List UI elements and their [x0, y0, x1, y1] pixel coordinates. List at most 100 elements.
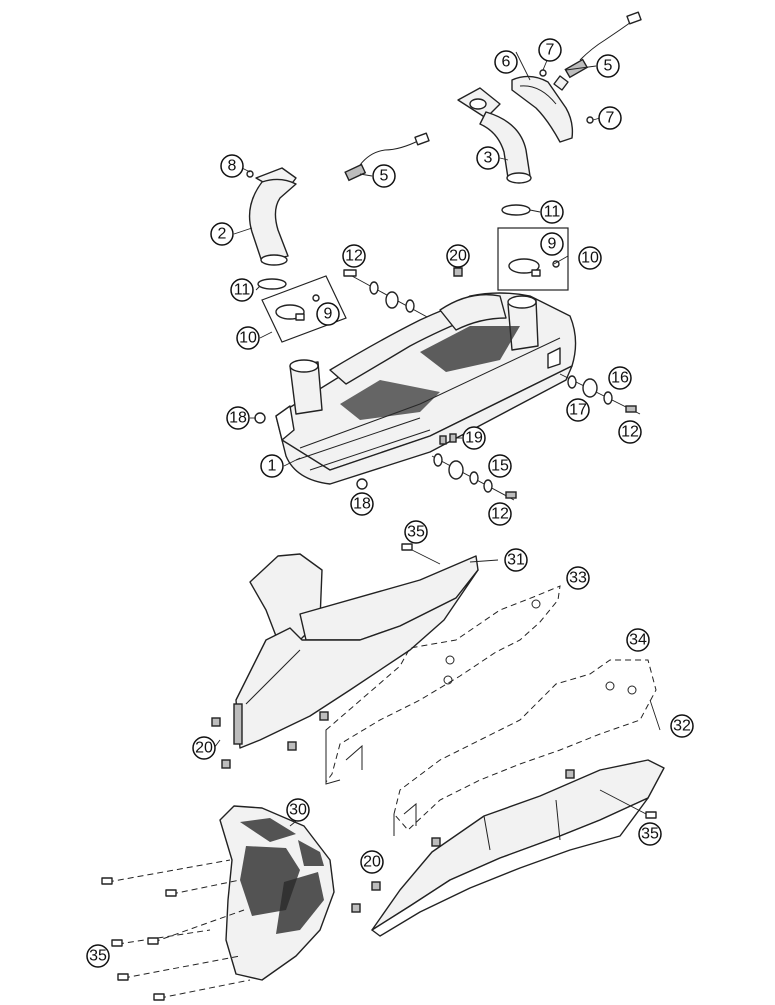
callout-9a: 9 [316, 302, 340, 326]
clip-nut-31b [287, 741, 297, 751]
callout-label: 19 [465, 430, 483, 447]
grommet-18b [356, 478, 368, 490]
callout-label: 15 [491, 458, 509, 475]
callout-7a: 7 [538, 38, 562, 62]
callout-label: 20 [449, 248, 467, 265]
callout-15: 15 [488, 454, 512, 478]
belly-pan-right [371, 759, 665, 937]
insulation-mat-right [393, 659, 657, 836]
callout-32: 32 [670, 714, 694, 738]
muffler-assembly [275, 292, 577, 485]
callout-label: 6 [502, 54, 511, 71]
callout-label: 9 [548, 236, 557, 253]
mount-hardware-lower [431, 453, 517, 501]
bolt-35-right [599, 789, 657, 819]
callout-label: 30 [289, 802, 307, 819]
oxygen-sensor-right [553, 11, 642, 91]
mount-hardware-right [559, 373, 641, 415]
callout-30: 30 [286, 798, 310, 822]
clamp-kit-left [261, 275, 347, 343]
callout-label: 9 [324, 306, 333, 323]
callout-19: 19 [462, 426, 486, 450]
callout-label: 12 [491, 506, 509, 523]
callout-2: 2 [210, 222, 234, 246]
callout-label: 33 [569, 570, 587, 587]
callout-label: 12 [345, 248, 363, 265]
gasket-right [501, 204, 531, 216]
callout-1: 1 [260, 454, 284, 478]
clip-19a [439, 435, 447, 445]
callout-5a: 5 [596, 54, 620, 78]
callout-11b: 11 [540, 200, 564, 224]
heat-shield-header [511, 75, 574, 143]
callout-33: 33 [566, 566, 590, 590]
callout-label: 35 [641, 826, 659, 843]
callout-5b: 5 [372, 164, 396, 188]
callout-31: 31 [504, 548, 528, 572]
callout-20a: 20 [446, 244, 470, 268]
callout-label: 18 [353, 496, 371, 513]
insulation-mat-left [325, 585, 561, 785]
callout-label: 10 [581, 250, 599, 267]
clip-nut-20c-2 [351, 903, 361, 913]
callout-label: 16 [611, 370, 629, 387]
callout-10a: 10 [236, 326, 260, 350]
header-pipe-left [248, 167, 297, 266]
clip-nut-32b [565, 769, 575, 779]
callout-18a: 18 [226, 406, 250, 430]
belly-pan-front [219, 805, 335, 981]
clip-nut-20b-2 [221, 759, 231, 769]
callout-10b: 10 [578, 246, 602, 270]
callout-label: 32 [673, 718, 691, 735]
callout-8: 8 [220, 154, 244, 178]
callout-label: 8 [228, 158, 237, 175]
clip-nut-20 [453, 267, 463, 277]
callout-35a: 35 [404, 520, 428, 544]
gasket-left [257, 278, 287, 290]
clip-nut-20b-1 [211, 717, 221, 727]
callout-18b: 18 [350, 492, 374, 516]
callout-35b: 35 [638, 822, 662, 846]
callout-label: 35 [89, 948, 107, 965]
leader-lines [213, 51, 661, 827]
callout-label: 1 [268, 458, 277, 475]
mount-hardware-upper [343, 269, 441, 325]
clip-nut-20c-1 [371, 881, 381, 891]
callout-label: 17 [569, 402, 587, 419]
callout-label: 20 [363, 854, 381, 871]
callout-label: 34 [629, 632, 647, 649]
screw-7b [586, 116, 594, 124]
callout-label: 2 [218, 226, 227, 243]
callout-label: 3 [484, 150, 493, 167]
callout-20b: 20 [192, 736, 216, 760]
callout-label: 31 [507, 552, 525, 569]
callout-20c: 20 [360, 850, 384, 874]
bolts-35-front [101, 859, 251, 1001]
screw-7a [539, 69, 547, 77]
callout-17: 17 [566, 398, 590, 422]
oxygen-sensor-left [344, 132, 430, 182]
grommet-18a [254, 412, 266, 424]
callout-label: 20 [195, 740, 213, 757]
bolt-35-top [401, 543, 441, 565]
callout-16: 16 [608, 366, 632, 390]
header-pipe-right [457, 87, 532, 184]
callout-label: 5 [604, 58, 613, 75]
clip-nut-31a [319, 711, 329, 721]
callout-3: 3 [476, 146, 500, 170]
callout-label: 7 [546, 42, 555, 59]
callout-12c: 12 [488, 502, 512, 526]
callout-label: 5 [380, 168, 389, 185]
clip-19b [449, 433, 457, 443]
callout-label: 11 [234, 282, 251, 299]
callout-9b: 9 [540, 232, 564, 256]
callout-label: 18 [229, 410, 247, 427]
callout-label: 7 [606, 110, 615, 127]
belly-pan-left [233, 553, 479, 749]
callout-11a: 11 [230, 278, 254, 302]
clip-nut-32a [431, 837, 441, 847]
callout-label: 11 [544, 204, 561, 221]
callout-6: 6 [494, 50, 518, 74]
callout-7b: 7 [598, 106, 622, 130]
callout-12a: 12 [342, 244, 366, 268]
